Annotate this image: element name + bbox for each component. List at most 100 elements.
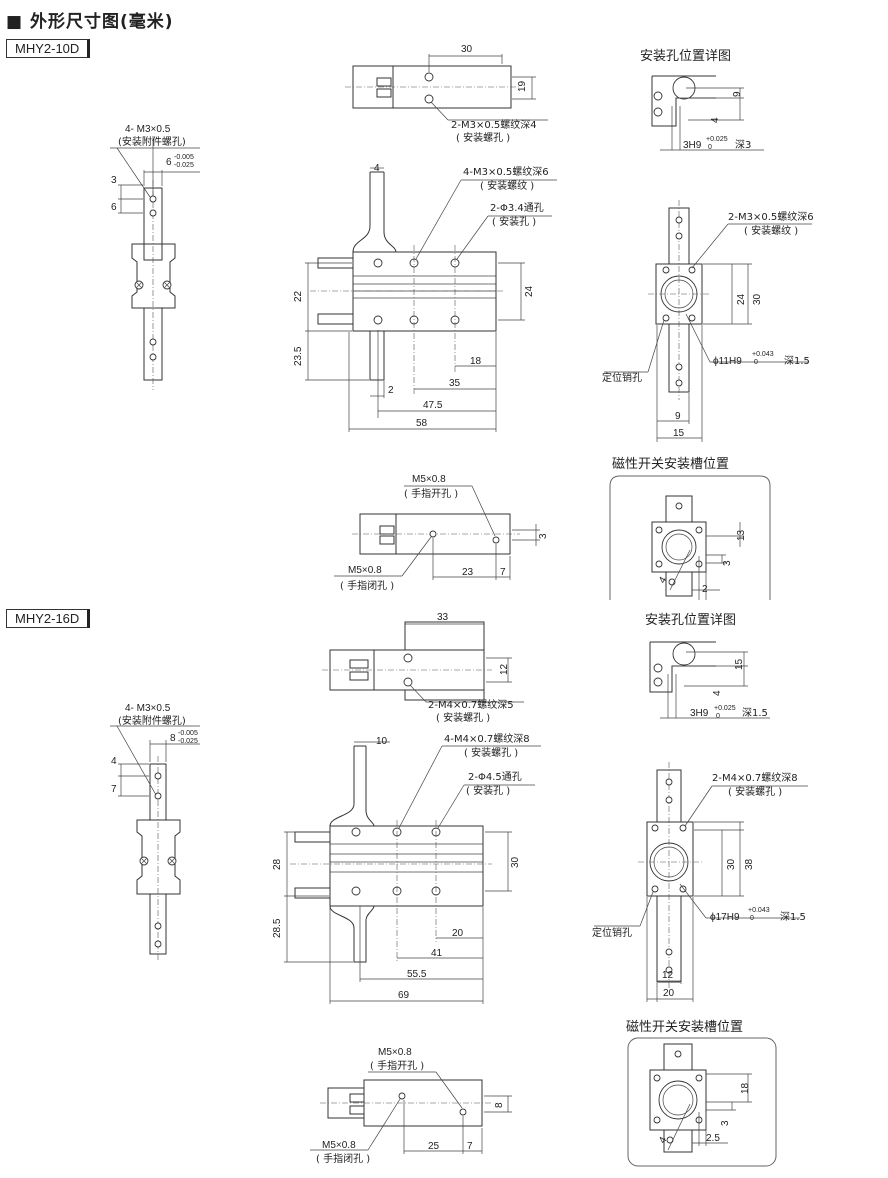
end-d20-16d: 20 bbox=[663, 988, 675, 999]
end-view-16d: 2-M4×0.7螺纹深8 ( 安装螺孔 ) 30 38 定位销孔 ϕ17H9 +… bbox=[592, 762, 808, 1002]
end-thread-16d: 2-M4×0.7螺纹深8 bbox=[712, 771, 798, 784]
end-bore-depth-16d: 深1.5 bbox=[780, 911, 806, 923]
detail-fit-lo-10d: 0 bbox=[708, 144, 712, 151]
side-tol-up-10d: -0.005 bbox=[174, 154, 194, 161]
end-d9-10d: 9 bbox=[675, 411, 681, 422]
side-dim-a-10d: 3 bbox=[111, 175, 117, 186]
top-height-16d: 12 bbox=[499, 663, 510, 675]
detail-view-16d: 安装孔位置详图 15 4 3H9 +0.025 0 深1.5 bbox=[645, 613, 770, 720]
mhy2-10d-drawings: 4- M3×0.5 (安装附件螺孔) 6 -0.005 -0.025 3 6 3… bbox=[110, 44, 814, 600]
end-thread-10d: 2-M3×0.5螺纹深6 bbox=[728, 210, 814, 223]
top-hole-note-10d: ( 安装螺孔 ) bbox=[456, 131, 510, 144]
top-length-16d: 33 bbox=[437, 612, 449, 623]
end-d12-16d: 12 bbox=[662, 970, 674, 981]
port-open-16d: M5×0.8 bbox=[378, 1047, 412, 1058]
end-bore-depth-10d: 深1.5 bbox=[784, 355, 810, 367]
front-d69-16d: 69 bbox=[398, 990, 410, 1001]
model-label-mhy2-10d: MHY2-10D bbox=[6, 39, 91, 58]
port-d8-16d: 8 bbox=[494, 1102, 505, 1108]
top-length-10d: 30 bbox=[461, 44, 473, 55]
front-thread-16d: 4-M4×0.7螺纹深8 bbox=[444, 732, 530, 745]
front-d22-10d: 22 bbox=[293, 290, 304, 302]
end-d30-10d: 30 bbox=[752, 293, 763, 305]
front-thread-note-10d: ( 安装螺纹 ) bbox=[480, 179, 534, 192]
side-thread-note-10d: (安装附件螺孔) bbox=[118, 135, 186, 148]
side-tol-lo-16d: -0.025 bbox=[178, 738, 198, 745]
end-view-10d: 2-M3×0.5螺纹深6 ( 安装螺纹 ) 24 30 定位销孔 ϕ11H9 +… bbox=[602, 200, 814, 442]
front-d35-10d: 35 bbox=[449, 378, 461, 389]
port-open-note-10d: ( 手指开孔 ) bbox=[404, 487, 458, 500]
end-d30-16d: 30 bbox=[726, 858, 737, 870]
port-view-16d: M5×0.8 ( 手指开孔 ) M5×0.8 ( 手指闭孔 ) 8 25 7 bbox=[310, 1047, 512, 1165]
front-d20-16d: 20 bbox=[452, 928, 464, 939]
side-dim-b-10d: 6 bbox=[111, 202, 117, 213]
detail-depth-16d: 深1.5 bbox=[742, 707, 768, 719]
detail-title-16d: 安装孔位置详图 bbox=[645, 613, 736, 628]
side-tol-up-16d: -0.005 bbox=[178, 730, 198, 737]
port-d7-10d: 7 bbox=[500, 567, 506, 578]
front-thread-10d: 4-M3×0.5螺纹深6 bbox=[463, 165, 549, 178]
detail-fit-16d: 3H9 bbox=[690, 708, 709, 719]
port-d25-16d: 25 bbox=[428, 1141, 440, 1152]
switch-slot-10d: 磁性开关安装槽位置 13 3 4 2 bbox=[609, 457, 771, 600]
port-close-16d: M5×0.8 bbox=[322, 1140, 356, 1151]
end-d24-10d: 24 bbox=[736, 293, 747, 305]
front-through-10d: 2-Φ3.4通孔 bbox=[490, 202, 544, 214]
front-d23-10d: 23.5 bbox=[293, 346, 304, 366]
detail-fit-up-10d: +0.025 bbox=[706, 136, 728, 143]
front-view-16d: 10 4-M4×0.7螺纹深8 ( 安装螺孔 ) 2-Φ4.5通孔 ( 安装孔 … bbox=[272, 732, 541, 1004]
model-label-mhy2-16d: MHY2-16D bbox=[6, 609, 91, 628]
detail-fit-up-16d: +0.025 bbox=[714, 705, 736, 712]
port-d7-16d: 7 bbox=[467, 1141, 473, 1152]
switch-d3-16d: 3 bbox=[720, 1120, 731, 1126]
top-hole-16d: 2-M4×0.7螺纹深5 bbox=[428, 698, 514, 711]
switch-slot-16d: 磁性开关安装槽位置 18 3 4 2.5 bbox=[626, 1020, 777, 1167]
side-dim-a-16d: 4 bbox=[111, 756, 117, 767]
detail-d9-10d: 9 bbox=[732, 91, 743, 97]
port-close-10d: M5×0.8 bbox=[348, 565, 382, 576]
front-d30-16d: 30 bbox=[510, 856, 521, 868]
detail-fit-10d: 3H9 bbox=[683, 140, 702, 151]
front-through-note-10d: ( 安装孔 ) bbox=[492, 215, 536, 228]
front-d2-10d: 2 bbox=[388, 385, 394, 396]
front-jaw-16d: 10 bbox=[376, 736, 388, 747]
switch-d18-16d: 18 bbox=[740, 1082, 751, 1094]
switch-d3-10d: 3 bbox=[722, 560, 733, 566]
top-view-10d: 30 19 2-M3×0.5螺纹深4 ( 安装螺孔 ) bbox=[345, 44, 548, 144]
end-thread-note-10d: ( 安装螺纹 ) bbox=[744, 224, 798, 237]
side-view-10d: 4- M3×0.5 (安装附件螺孔) 6 -0.005 -0.025 3 6 bbox=[110, 124, 200, 390]
front-d24-10d: 24 bbox=[524, 285, 535, 297]
end-pin-10d: 定位销孔 bbox=[602, 371, 642, 384]
front-through-note-16d: ( 安装孔 ) bbox=[466, 784, 510, 797]
end-thread-note-16d: ( 安装螺孔 ) bbox=[728, 785, 782, 798]
detail-title-10d: 安装孔位置详图 bbox=[640, 49, 731, 64]
front-thread-note-16d: ( 安装螺孔 ) bbox=[464, 746, 518, 759]
port-open-10d: M5×0.8 bbox=[412, 474, 446, 485]
detail-d4-10d: 4 bbox=[710, 117, 721, 123]
mhy2-16d-drawings: 4- M3×0.5 (安装附件螺孔) 8 -0.005 -0.025 4 7 3… bbox=[110, 612, 808, 1167]
side-width-10d: 6 bbox=[166, 157, 172, 168]
end-bore-lo-16d: 0 bbox=[750, 915, 754, 922]
port-d23-10d: 23 bbox=[462, 567, 474, 578]
port-close-note-16d: ( 手指闭孔 ) bbox=[316, 1152, 370, 1165]
port-d3-10d: 3 bbox=[538, 533, 549, 539]
front-d18-10d: 18 bbox=[470, 356, 482, 367]
end-bore-up-10d: +0.043 bbox=[752, 351, 774, 358]
top-hole-10d: 2-M3×0.5螺纹深4 bbox=[451, 118, 537, 131]
switch-d2-5-16d: 2.5 bbox=[706, 1133, 720, 1144]
front-view-10d: 4 4-M3×0.5螺纹深6 ( 安装螺纹 ) 2-Φ3.4通孔 ( 安装孔 )… bbox=[293, 163, 557, 432]
front-through-16d: 2-Φ4.5通孔 bbox=[468, 771, 522, 783]
page-title: ■ 外形尺寸图(毫米) bbox=[6, 12, 174, 32]
switch-d13-10d: 13 bbox=[736, 529, 747, 541]
end-bore-10d: ϕ11H9 bbox=[713, 356, 742, 367]
side-tol-lo-10d: -0.025 bbox=[174, 162, 194, 169]
switch-title-10d: 磁性开关安装槽位置 bbox=[612, 457, 729, 472]
side-view-16d: 4- M3×0.5 (安装附件螺孔) 8 -0.005 -0.025 4 7 bbox=[110, 703, 200, 962]
port-open-note-16d: ( 手指开孔 ) bbox=[370, 1059, 424, 1072]
end-d15-10d: 15 bbox=[673, 428, 685, 439]
front-jaw-10d: 4 bbox=[374, 163, 380, 174]
port-close-note-10d: ( 手指闭孔 ) bbox=[340, 579, 394, 592]
front-d58-10d: 58 bbox=[416, 418, 428, 429]
front-d55-16d: 55.5 bbox=[407, 969, 427, 980]
